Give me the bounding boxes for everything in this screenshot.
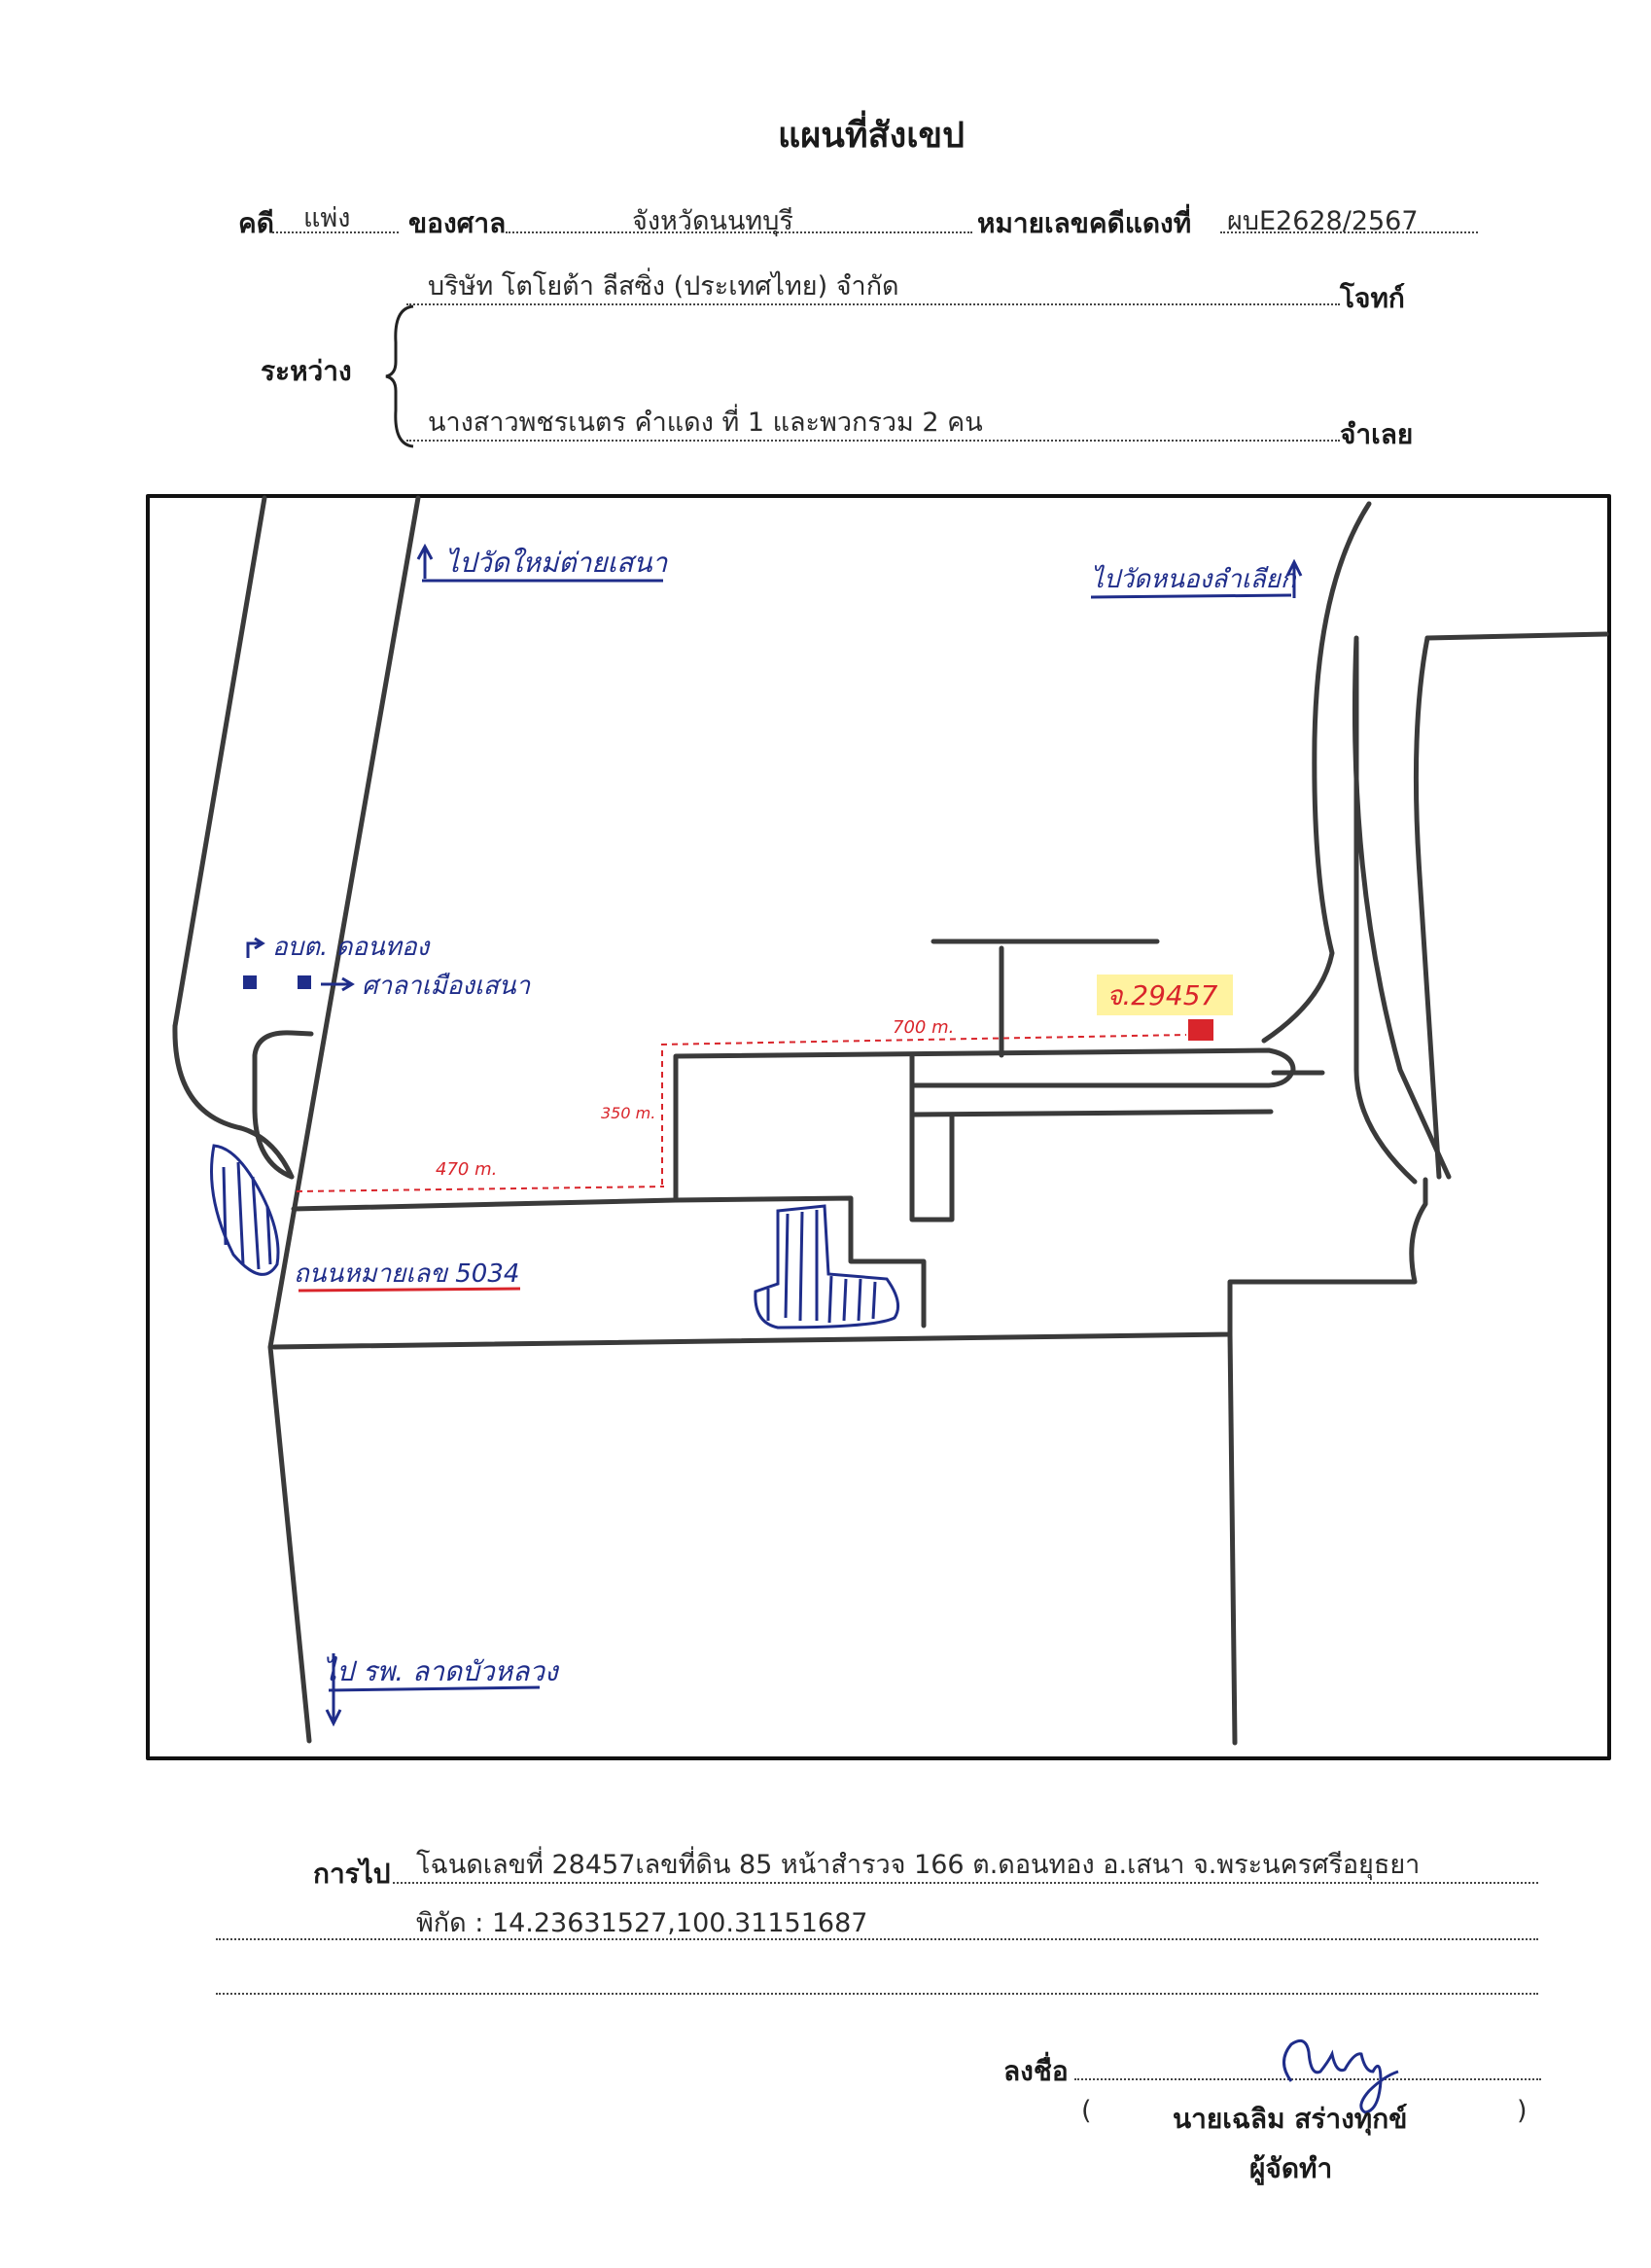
court-label: ของศาล [408,207,507,239]
label-land: จ.29457 [1107,979,1218,1011]
label-chiang-mai: ไปวัดใหม่ต่ายเสนา [445,547,668,579]
underline-hospital [328,1685,541,1692]
dist-470: 470 m. [436,1159,497,1180]
directions-line2: พิกัด : 14.23631527,100.31151687 [416,1908,868,1938]
label-hospital: ไป รพ. ลาดบัวหลวง [323,1655,560,1687]
plaintiff-line [406,303,1340,305]
plaintiff-label: โจทก์ [1340,282,1405,314]
between-label: ระหว่าง [261,355,352,387]
arrow-school [321,976,355,992]
road-right-vert [1413,635,1442,1180]
red-case-label: หมายเลขคดีแดงที่ [977,207,1192,239]
road-right-outer [1261,501,1372,1044]
dist-line-470 [296,1186,665,1192]
label-nong-la: ไปวัดหนองลำเลียก [1091,564,1297,594]
close-paren: ) [1517,2096,1528,2126]
road-right-curve [1352,635,1452,1180]
defendant-line [406,440,1340,442]
signer-name: นายเฉลิม สร่างทุกข์ [1173,2103,1408,2135]
red-case-line [1220,231,1478,233]
road-lower [271,1177,1428,1350]
dist-line-700 [660,1034,1187,1045]
dist-350: 350 m. [601,1104,655,1122]
sign-label: ลงชื่อ [1003,2055,1069,2087]
page-title: แผนที่สังเขป [778,116,965,156]
underline-road [298,1287,521,1293]
directions-line1: โฉนดเลขที่ 28457เลขที่ดิน 85 หน้าสำรวจ 1… [416,1850,1421,1880]
directions-dots-3 [216,1993,1538,1995]
road-right-inner [1353,639,1418,1185]
court-name: จังหวัดนนทบุรี [632,206,793,236]
road-main [291,1197,679,1212]
arrow-down-bottom [325,1653,342,1727]
plaintiff-name: บริษัท โตโยต้า ลีสซิ่ง (ประเทศไทย) จำกัด [428,271,899,301]
land-marker [1188,1019,1213,1041]
directions-dots-1 [393,1882,1538,1884]
road-step-down [673,1195,927,1329]
label-obt: อบต. ดอนทอง [272,933,432,962]
road-label: ถนนหมายเลข 5034 [294,1259,519,1289]
defendant-name: นางสาวพชรเนตร คำแดง ที่ 1 และพวกรวม 2 คน [428,408,983,438]
signature-scribble [1282,2038,1399,2114]
red-case-number: ผบE2628/2567 [1227,206,1419,236]
dist-700: 700 m. [893,1017,954,1038]
open-paren: ( [1081,2096,1092,2126]
arrow-up-right [1285,558,1303,598]
road-left-loop [252,1030,314,1180]
underline-north-right [1090,593,1292,599]
road-left-inner [267,495,421,1744]
road-branch-up [673,1047,1296,1203]
case-label: คดี [238,207,274,239]
directions-label: การไป [313,1858,391,1890]
case-type: แพ่ง [303,203,351,233]
road-left-outer [172,495,267,1029]
road-bottom-right [1227,1331,1238,1746]
arrow-obt [246,937,265,958]
map-frame [146,494,1611,1760]
hatched-area-middle [754,1204,900,1329]
case-type-line [272,231,399,233]
between-brace [385,304,414,448]
signer-role: ผู้จัดทำ [1249,2152,1333,2184]
defendant-label: จำเลย [1340,418,1414,450]
sign-line [1074,2078,1541,2080]
directions-dots-2 [216,1938,1538,1940]
road-left-curve [172,1023,295,1180]
road-inner-step [909,1081,955,1223]
road-right-side [1424,631,1609,641]
arrow-up-left [416,543,434,579]
school-marker [298,975,311,989]
land-label-highlight [1097,975,1233,1015]
obt-marker [243,975,257,989]
label-school: ศาลาเมืองเสนา [362,972,532,1001]
hatched-area-left [210,1144,280,1276]
court-name-line [506,231,972,233]
